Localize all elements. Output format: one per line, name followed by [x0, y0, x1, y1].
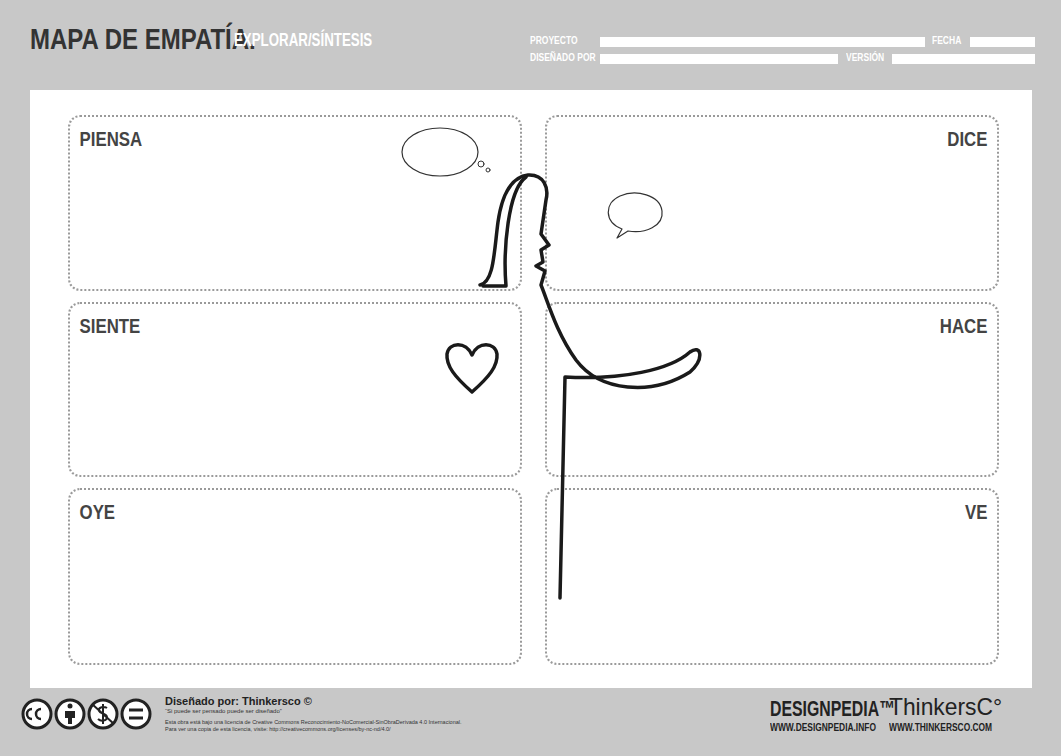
nc-icon	[89, 700, 117, 728]
field-label: VERSIÓN	[846, 52, 884, 63]
form-field	[970, 37, 1035, 47]
license-icons	[23, 700, 150, 728]
brand-url: WWW.DESIGNPEDIA.INFO	[770, 722, 876, 734]
field-label: FECHA	[932, 35, 961, 46]
form-field	[600, 37, 925, 47]
field-label: PROYECTO	[530, 35, 578, 46]
by-icon	[65, 711, 75, 724]
slogan-text: “Si puede ser pensado puede ser diseñado…	[165, 708, 282, 715]
quadrant-heading: SIENTE	[70, 304, 430, 338]
nd-icon	[129, 710, 143, 718]
credit-text: Diseñado por: Thinkersco ©	[165, 695, 312, 707]
cc-icon	[23, 700, 51, 728]
empathy-quadrant: SIENTE	[68, 302, 522, 477]
license-text: Esta obra está bajo una licencia de Crea…	[165, 719, 462, 725]
cc-icon	[27, 709, 41, 719]
empathy-quadrant: HACE	[545, 302, 999, 477]
nc-icon	[92, 704, 114, 724]
nd-icon	[122, 700, 150, 728]
by-icon	[68, 704, 73, 709]
form-field	[892, 54, 1035, 64]
canvas-panel	[30, 90, 1032, 688]
empathy-quadrant: DICE	[545, 115, 999, 291]
quadrant-heading: OYE	[70, 490, 430, 524]
empathy-quadrant: PIENSA	[68, 115, 522, 291]
quadrant-heading: HACE	[637, 304, 997, 338]
field-label: DISEÑADO POR	[530, 52, 596, 63]
brand-url: WWW.THINKERSCO.COM	[889, 722, 992, 734]
license-text: Para ver una copia de esta licencia, vis…	[165, 726, 391, 732]
quadrant-heading: VE	[637, 490, 997, 524]
by-icon	[56, 700, 84, 728]
brand-logo: DESIGNPEDIA™	[770, 697, 895, 721]
brand-logo: ThinkersC°	[889, 694, 1002, 720]
empathy-quadrant: OYE	[68, 488, 522, 665]
form-field	[600, 54, 838, 64]
map-title: MAPA DE EMPATÍA.	[30, 22, 256, 55]
quadrant-heading: PIENSA	[70, 117, 430, 151]
subtitle: EXPLORAR/SÍNTESIS	[234, 30, 372, 51]
quadrant-heading: DICE	[637, 117, 997, 151]
empathy-quadrant: VE	[545, 488, 999, 665]
